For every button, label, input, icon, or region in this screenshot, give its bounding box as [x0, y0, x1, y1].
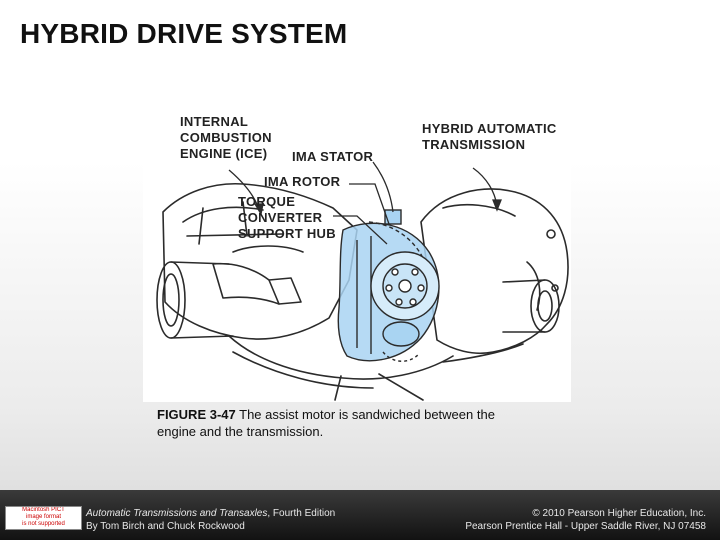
callout-ima-rotor: IMA ROTOR	[264, 174, 341, 189]
callout-hybrid-transmission: HYBRID AUTOMATIC TRANSMISSION	[422, 121, 557, 152]
callout-ice: INTERNAL COMBUSTION ENGINE (ICE)	[180, 114, 272, 161]
engine-transmission-drawing	[156, 161, 569, 401]
callout-ima-stator: IMA STATOR	[292, 149, 374, 164]
publisher-address: Pearson Prentice Hall - Upper Saddle Riv…	[465, 521, 706, 532]
unsupported-image-badge: Macintosh PICT image format is not suppo…	[5, 506, 82, 530]
footer-book-info: Automatic Transmissions and Transaxles, …	[86, 507, 335, 533]
copyright-notice: © 2010 Pearson Higher Education, Inc.	[532, 508, 706, 519]
figure-caption: FIGURE 3-47 The assist motor is sandwich…	[157, 406, 537, 440]
ima-motor	[337, 209, 440, 362]
transmission-housing	[420, 188, 569, 355]
book-edition: , Fourth Edition	[267, 508, 336, 519]
output-cylinder	[530, 279, 560, 333]
support-hub	[382, 321, 420, 347]
callout-support-hub: TORQUE CONVERTER SUPPORT HUB	[238, 194, 336, 241]
slide-title: HYBRID DRIVE SYSTEM	[20, 18, 348, 49]
book-authors: By Tom Birch and Chuck Rockwood	[86, 521, 245, 532]
footer-publisher-info: © 2010 Pearson Higher Education, Inc. Pe…	[465, 507, 706, 533]
hybrid-drive-illustration: INTERNAL COMBUSTION ENGINE (ICE) IMA STA…	[143, 112, 571, 402]
leader-rotor	[349, 183, 390, 225]
footer-bar: Macintosh PICT image format is not suppo…	[0, 490, 720, 540]
figure-caption-text: The assist motor is sandwiched between t…	[157, 407, 495, 439]
book-title: Automatic Transmissions and Transaxles	[86, 508, 268, 519]
figure-label: FIGURE 3-47	[157, 407, 236, 422]
leader-stator	[372, 161, 394, 213]
leader-hub	[333, 215, 388, 245]
